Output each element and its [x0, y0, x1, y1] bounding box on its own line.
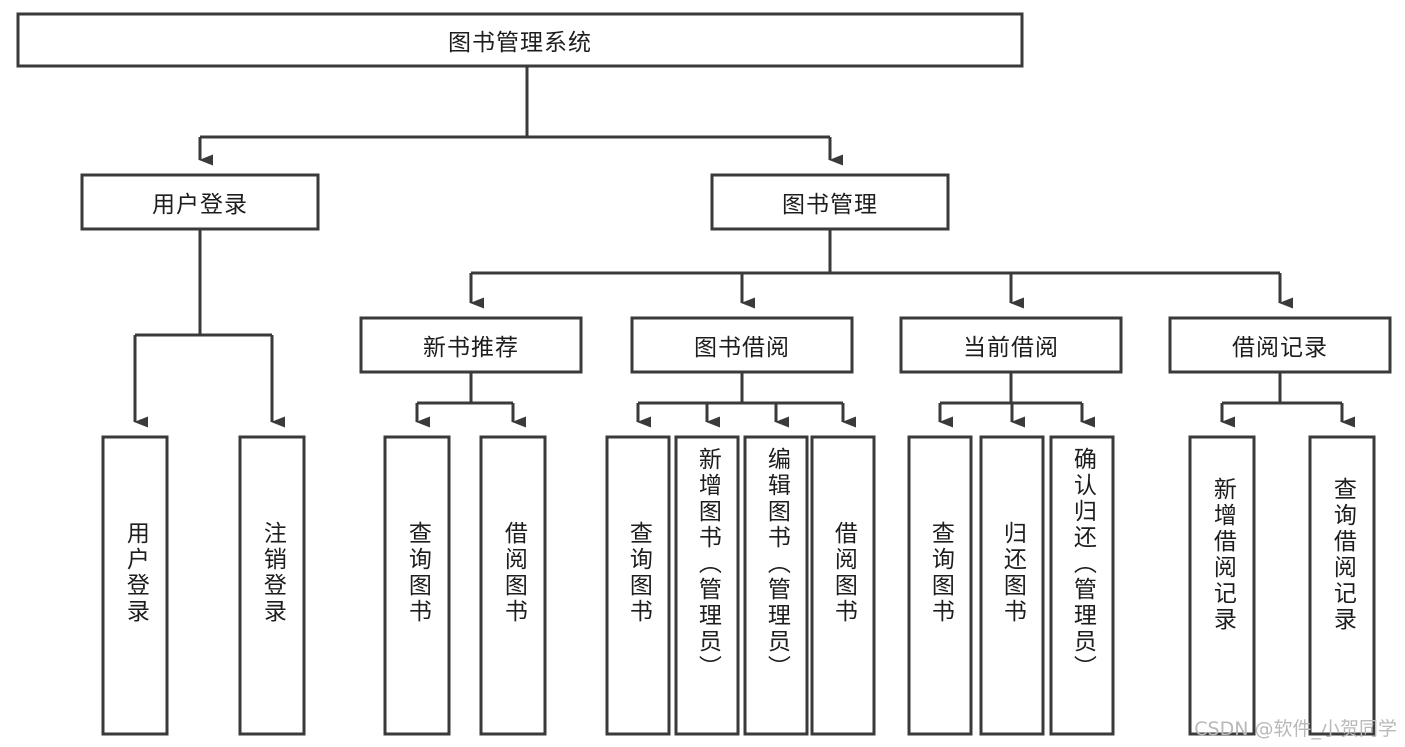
- node-box-leaf-borrow-book-1[interactable]: [479, 435, 547, 736]
- node-box-leaf-return-book[interactable]: [979, 435, 1045, 736]
- watermark: CSDN @软件_小贺同学: [1194, 718, 1397, 740]
- node-box-new-book-recommend[interactable]: [359, 316, 583, 374]
- node-box-user-login[interactable]: [80, 173, 320, 231]
- node-box-borrow-record[interactable]: [1168, 316, 1392, 374]
- node-box-leaf-confirm-return[interactable]: [1049, 435, 1115, 736]
- node-box-leaf-add-record[interactable]: [1188, 435, 1256, 736]
- node-box-leaf-borrow-book-2[interactable]: [810, 435, 876, 736]
- node-box-current-borrow[interactable]: [899, 316, 1123, 374]
- node-box-leaf-query-book-2[interactable]: [605, 435, 671, 736]
- node-box-book-management[interactable]: [710, 173, 950, 231]
- node-box-leaf-edit-book[interactable]: [743, 435, 809, 736]
- node-box-leaf-user-login[interactable]: [101, 435, 169, 736]
- node-box-leaf-add-book[interactable]: [674, 435, 740, 736]
- node-box-leaf-query-record[interactable]: [1308, 435, 1376, 736]
- node-box-leaf-logout[interactable]: [238, 435, 306, 736]
- node-box-leaf-query-book-1[interactable]: [383, 435, 451, 736]
- node-box-leaf-query-book-3[interactable]: [907, 435, 973, 736]
- node-box-book-borrow[interactable]: [630, 316, 854, 374]
- node-box-root[interactable]: [16, 12, 1024, 68]
